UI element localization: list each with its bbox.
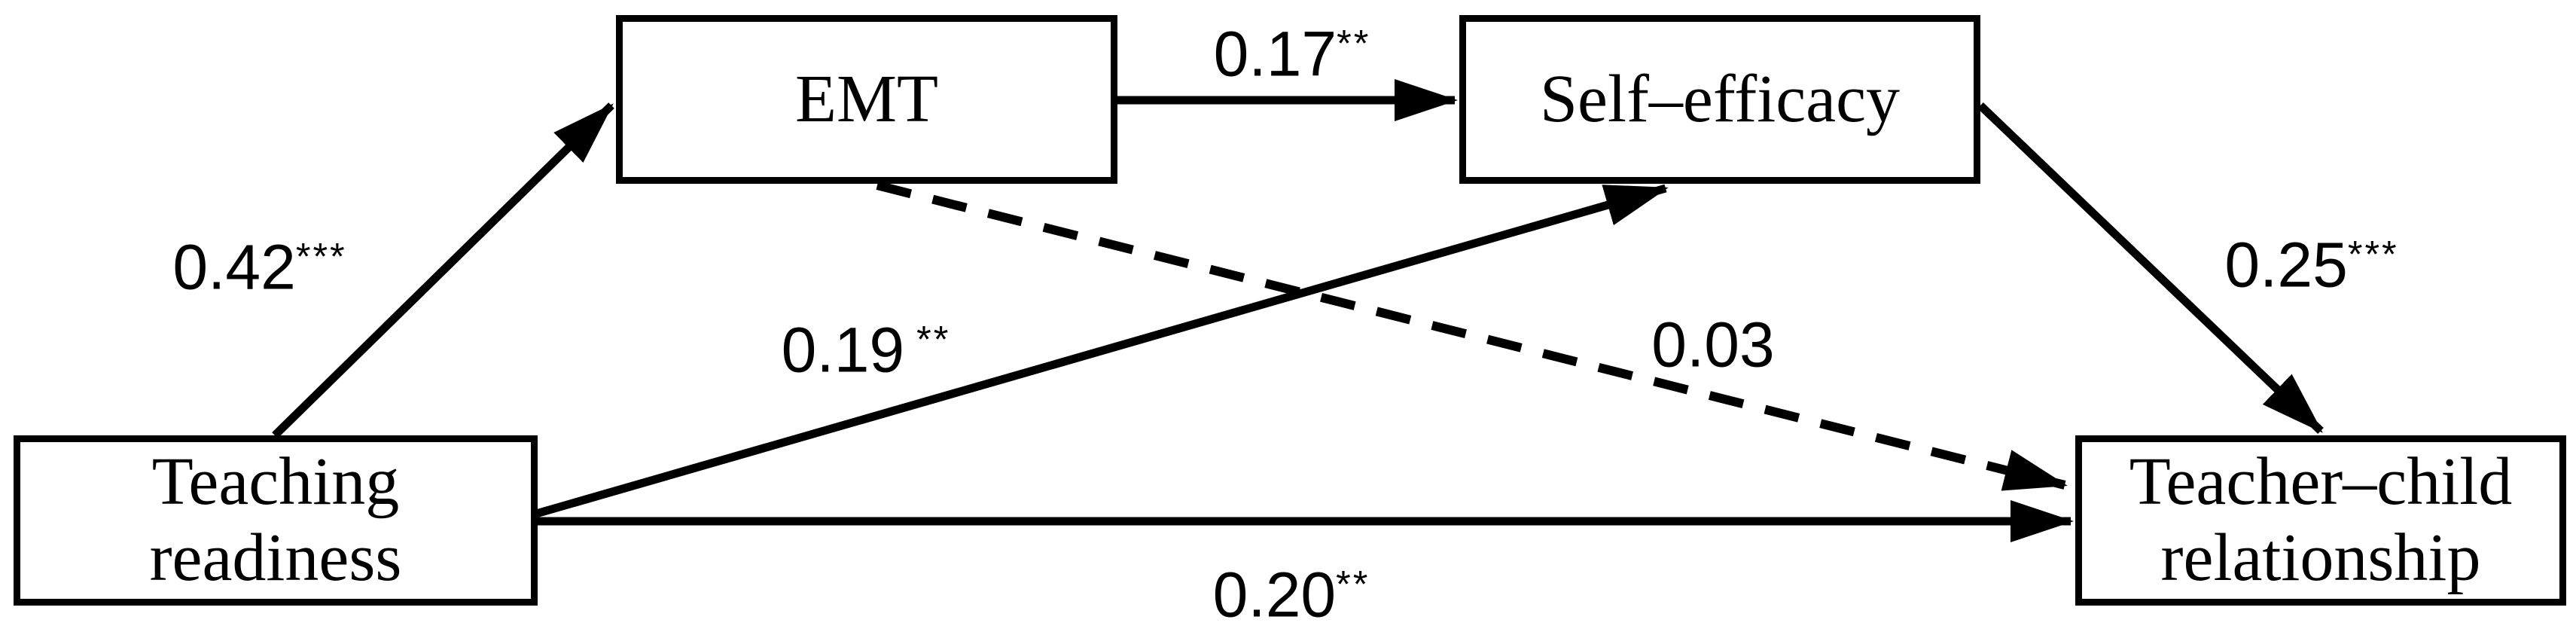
coefficient-emt-teacher-child: 0.03	[1651, 309, 1775, 382]
coefficient-value: 0.25	[2224, 229, 2348, 301]
node-teaching-readiness-label: Teaching readiness	[149, 444, 402, 595]
coefficient-value: 0.20	[1212, 559, 1337, 630]
significance-stars: ***	[2347, 232, 2399, 276]
node-teacher-child-relationship: Teacher–child relationship	[2075, 435, 2566, 606]
coefficient-value: 0.42	[172, 231, 296, 303]
arrow-self-efficacy-to-teacher-child	[1977, 102, 2324, 434]
coefficient-teaching-readiness-self-efficacy: 0.19**	[782, 314, 951, 387]
node-self-efficacy: Self–efficacy	[1459, 15, 1980, 184]
node-teaching-readiness: Teaching readiness	[14, 435, 538, 606]
coefficient-value: 0.03	[1651, 309, 1775, 380]
coefficient-value: 0.19	[781, 314, 905, 386]
arrow-teaching-readiness-to-emt	[272, 102, 614, 438]
coefficient-teaching-readiness-teacher-child: 0.20**	[1213, 559, 1370, 632]
significance-stars: **	[916, 317, 951, 361]
coefficient-self-efficacy-teacher-child: 0.25***	[2224, 229, 2398, 302]
arrow-emt-to-teacher-child-dashed	[876, 181, 2068, 491]
coefficient-teaching-readiness-emt: 0.42***	[172, 231, 346, 304]
node-emt: EMT	[616, 15, 1117, 184]
arrow-teaching-readiness-to-self-efficacy	[535, 184, 1669, 518]
significance-stars: **	[1337, 21, 1371, 65]
node-self-efficacy-label: Self–efficacy	[1539, 61, 1901, 136]
coefficient-emt-self-efficacy: 0.17**	[1214, 18, 1371, 91]
node-emt-label: EMT	[795, 61, 938, 136]
significance-stars: **	[1336, 562, 1370, 606]
significance-stars: ***	[295, 234, 347, 278]
node-teacher-child-relationship-label: Teacher–child relationship	[2129, 444, 2513, 595]
coefficient-value: 0.17	[1213, 18, 1337, 90]
